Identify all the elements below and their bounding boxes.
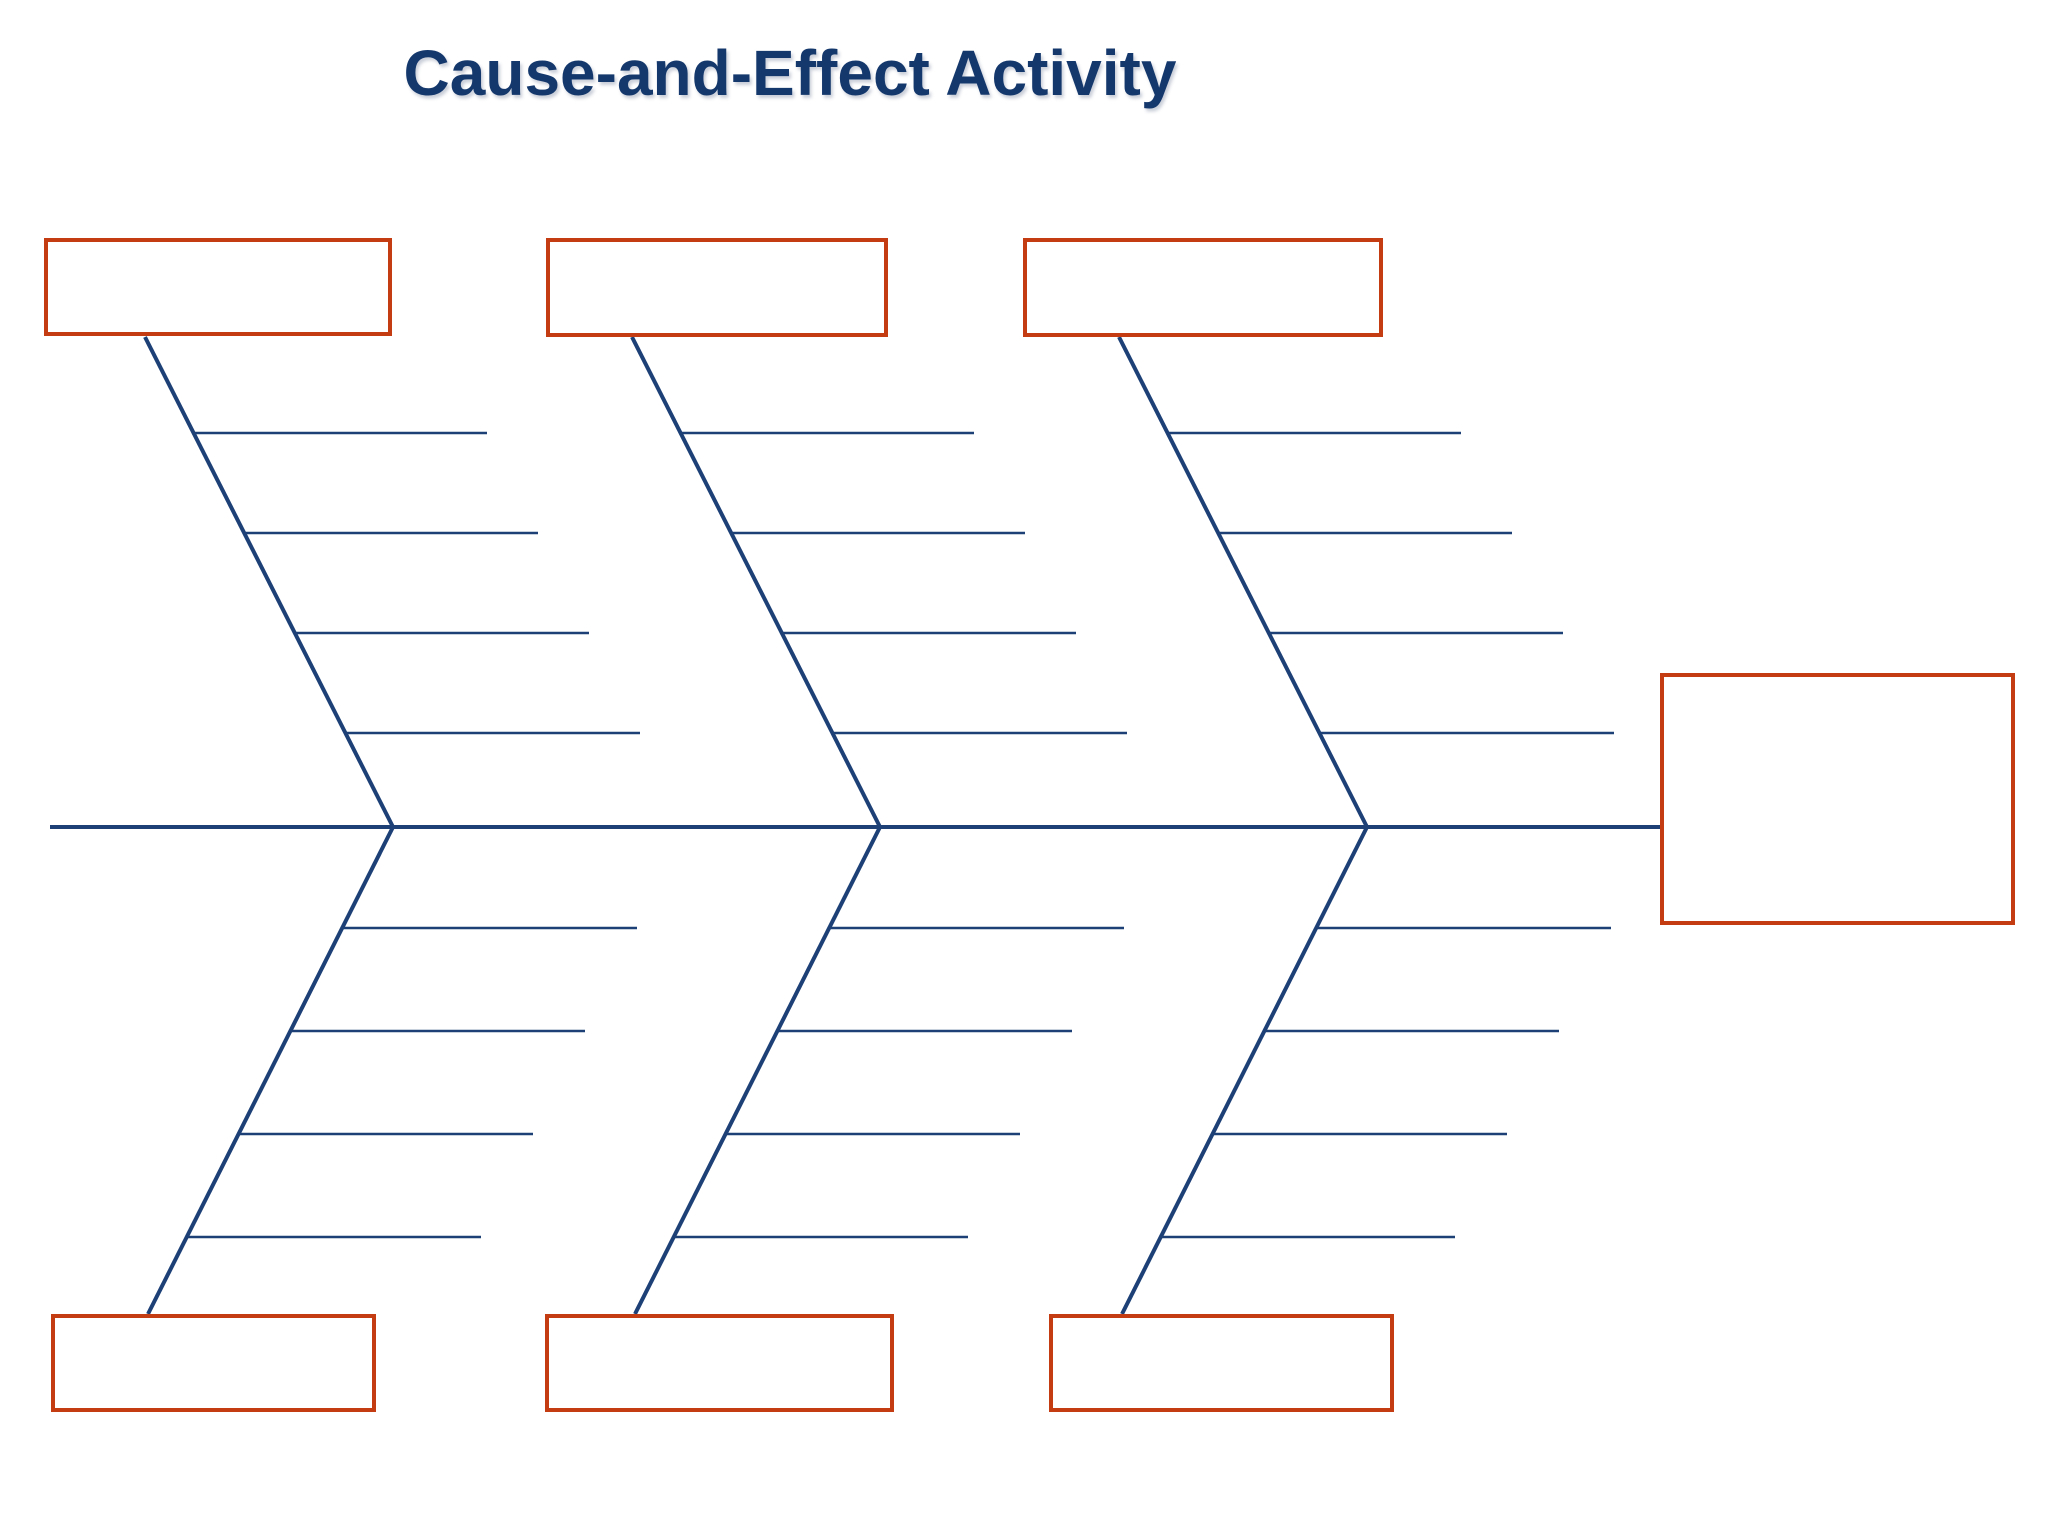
bottom-cause-box-3[interactable]	[1049, 1314, 1394, 1412]
top-middle-bone	[630, 336, 1127, 828]
bottom-cause-box-1[interactable]	[51, 1314, 376, 1412]
top-cause-box-3[interactable]	[1023, 238, 1383, 337]
bone-diagonal	[630, 336, 882, 828]
top-left-bone	[143, 336, 640, 828]
effect-box[interactable]	[1660, 673, 2015, 925]
bottom-middle-bone	[633, 826, 1124, 1315]
bottom-left-bone	[146, 826, 637, 1315]
bone-diagonal	[1120, 826, 1369, 1315]
top-cause-box-2[interactable]	[546, 238, 888, 337]
bone-diagonal	[633, 826, 882, 1315]
bone-diagonal	[146, 826, 395, 1315]
bone-diagonal	[1117, 336, 1369, 828]
page-title: Cause-and-Effect Activity	[403, 37, 1177, 109]
bottom-cause-box-2[interactable]	[545, 1314, 894, 1412]
bottom-right-bone	[1120, 826, 1611, 1315]
top-cause-box-1[interactable]	[44, 238, 392, 336]
top-right-bone	[1117, 336, 1614, 828]
bone-diagonal	[143, 336, 395, 828]
